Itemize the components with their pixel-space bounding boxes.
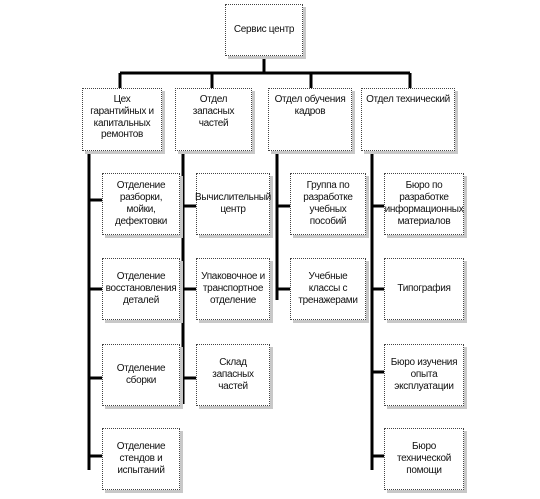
unit-label: Вычислительный центр bbox=[195, 192, 271, 215]
unit-label: Бюро технической помощи bbox=[396, 441, 452, 476]
unit-label: Бюро изучения опыта эксплуатации bbox=[390, 357, 458, 392]
unit-label: Упаковочное и транспортное отделение bbox=[201, 271, 265, 306]
department-label: Отдел запасных частей bbox=[192, 94, 235, 129]
unit-label: Отделение стендов и испытаний bbox=[116, 441, 166, 476]
department-box-technical: Отдел технический bbox=[361, 88, 455, 151]
unit-box: Упаковочное и транспортное отделение bbox=[196, 258, 270, 320]
unit-box: Отделение сборки bbox=[102, 344, 180, 406]
department-label: Отдел обучения кадров bbox=[274, 94, 346, 117]
unit-label: Склад запасных частей bbox=[212, 357, 254, 392]
unit-box: Вычислительный центр bbox=[195, 173, 271, 235]
unit-box: Склад запасных частей bbox=[196, 344, 270, 406]
root-box: Сервис центр bbox=[225, 4, 303, 56]
unit-label: Бюро по разработке информационных матери… bbox=[384, 180, 464, 227]
unit-box: Бюро технической помощи bbox=[384, 428, 464, 490]
unit-box: Бюро по разработке информационных матери… bbox=[384, 173, 464, 235]
department-box-warranty-repair: Цех гарантийных и капитальных ремонтов bbox=[82, 88, 162, 151]
unit-label: Отделение сборки bbox=[116, 363, 166, 386]
unit-label: Типография bbox=[397, 283, 451, 295]
department-label: Отдел технический bbox=[366, 94, 450, 105]
unit-label: Отделение разборки, мойки, дефектовки bbox=[115, 180, 167, 227]
root-label: Сервис центр bbox=[233, 24, 295, 36]
unit-box: Учебные классы с тренажерами bbox=[290, 258, 366, 320]
unit-box: Отделение стендов и испытаний bbox=[102, 428, 180, 490]
unit-label: Учебные классы с тренажерами bbox=[298, 271, 358, 306]
unit-box: Группа по разработке учебных пособий bbox=[290, 173, 366, 235]
unit-label: Отделение восстановления деталей bbox=[105, 271, 177, 306]
department-label: Цех гарантийных и капитальных ремонтов bbox=[90, 94, 154, 141]
unit-box: Типография bbox=[384, 258, 464, 320]
department-box-training: Отдел обучения кадров bbox=[268, 88, 352, 151]
unit-label: Группа по разработке учебных пособий bbox=[303, 180, 353, 227]
department-box-spare-parts: Отдел запасных частей bbox=[175, 88, 252, 151]
unit-box: Отделение разборки, мойки, дефектовки bbox=[102, 173, 180, 235]
unit-box: Отделение восстановления деталей bbox=[102, 258, 180, 320]
unit-box: Бюро изучения опыта эксплуатации bbox=[384, 344, 464, 406]
